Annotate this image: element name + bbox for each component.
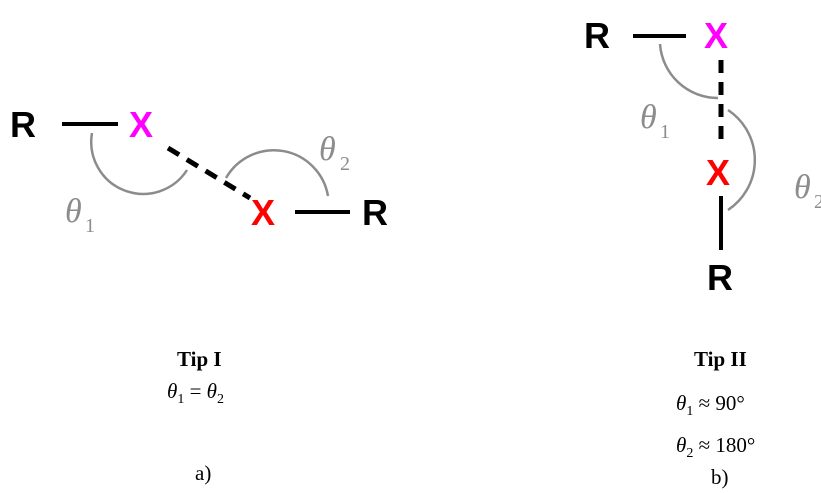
atom-x-magenta-b: X	[704, 15, 728, 56]
panel-a-diagram: R X X R θ 1 θ 2	[10, 104, 388, 237]
angle-arc-theta2-a	[224, 149, 330, 197]
panel-a-title: Tip I	[177, 347, 222, 371]
panel-a-equation: θ1 = θ2	[167, 379, 224, 407]
panel-b-line1: θ1 ≈ 90°	[676, 391, 745, 419]
halogen-bond-dashed-a	[166, 145, 252, 201]
atom-x-magenta-a: X	[129, 104, 153, 145]
angle-label-theta1-a: θ	[65, 193, 82, 230]
atom-r-right: R	[362, 192, 388, 233]
angle-sub-2-b: 2	[814, 191, 821, 213]
panel-b-title: Tip II	[694, 347, 747, 371]
panel-a-caption: Tip I θ1 = θ2 a)	[167, 347, 224, 485]
angle-sub-1-b: 1	[660, 121, 670, 143]
panel-a-label: a)	[195, 461, 211, 485]
panel-b-line2: θ2 ≈ 180°	[676, 433, 755, 461]
panel-b-caption: Tip II θ1 ≈ 90° θ2 ≈ 180° b)	[676, 347, 755, 489]
angle-arc-theta1-b	[658, 43, 719, 100]
angle-label-theta1-b: θ	[640, 99, 657, 136]
angle-arc-theta1-a	[90, 132, 189, 196]
panel-b-label: b)	[711, 465, 729, 489]
angle-arc-theta2-b	[727, 108, 757, 212]
angle-label-theta2-b: θ	[794, 169, 811, 206]
atom-x-red-b: X	[706, 152, 730, 193]
angle-sub-2-a: 2	[340, 153, 350, 175]
atom-r-left: R	[10, 104, 36, 145]
angle-sub-1-a: 1	[85, 215, 95, 237]
atom-r-top: R	[584, 15, 610, 56]
atom-x-red-a: X	[251, 192, 275, 233]
atom-r-bottom: R	[707, 257, 733, 298]
angle-label-theta2-a: θ	[319, 131, 336, 168]
panel-b-diagram: R X X R θ 1 θ 2	[584, 15, 821, 298]
